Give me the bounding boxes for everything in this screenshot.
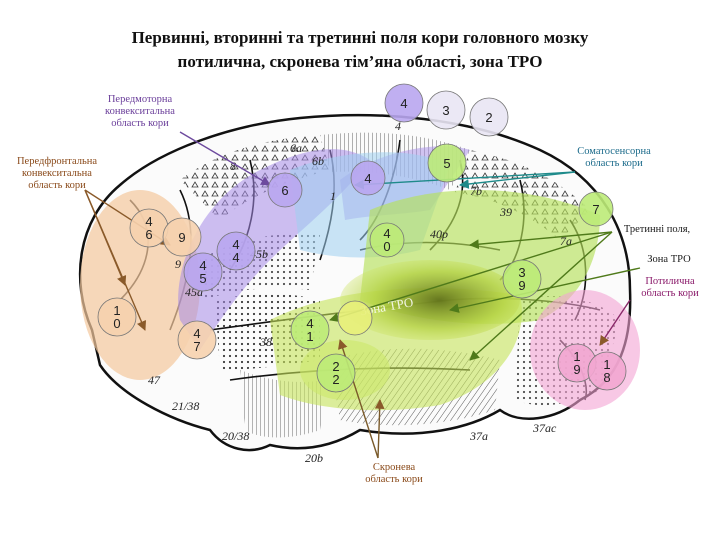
field-number: 37ac xyxy=(532,421,557,435)
tpo-label: Зона ТРО xyxy=(647,254,691,265)
field-circle-number: 3 xyxy=(518,265,525,280)
field-circle-number: 4 xyxy=(145,214,152,229)
field-circle-number: 9 xyxy=(178,230,185,245)
field-number: 47 xyxy=(148,373,161,387)
field-number: 20/38 xyxy=(222,429,249,443)
arrow-prefrontal-2 xyxy=(84,189,147,331)
field-circle-number: 9 xyxy=(518,278,525,293)
field-circle-number: 1 xyxy=(573,349,580,364)
field-number: 9 xyxy=(175,257,181,271)
arrow-tpo xyxy=(449,267,641,313)
field-circle-number: 4 xyxy=(199,258,206,273)
field-circle-number: 4 xyxy=(232,250,239,265)
page-subtitle: потилична, скронева тім’яна області, зон… xyxy=(177,52,543,71)
field-circle-number: 4 xyxy=(193,326,200,341)
field-circle-number: 1 xyxy=(306,329,313,344)
field-circle: 40 xyxy=(369,222,405,258)
field-circle-number: 4 xyxy=(232,237,239,252)
field-number: 20b xyxy=(305,451,323,465)
field-circle: 4 xyxy=(384,83,424,123)
field-circle-number: 5 xyxy=(443,156,450,171)
field-circle: 47 xyxy=(177,320,217,360)
field-number: 7a xyxy=(560,234,572,248)
field-number: 7b xyxy=(470,184,482,198)
field-circle: 7 xyxy=(578,191,614,227)
arrow-occipital xyxy=(599,299,631,346)
field-number: 6b xyxy=(312,154,324,168)
field-circle-number: 0 xyxy=(113,316,120,331)
field-circle-number: 2 xyxy=(332,372,339,387)
field-circle-number: 7 xyxy=(592,202,599,217)
field-circle xyxy=(337,300,373,336)
field-circle-number: 6 xyxy=(145,227,152,242)
field-circle-number: 3 xyxy=(442,103,449,118)
field-circle-number: 2 xyxy=(332,359,339,374)
field-circle: 22 xyxy=(316,353,356,393)
field-circle: 41 xyxy=(290,310,330,350)
tertiary-label: Третинні поля, xyxy=(623,224,691,235)
field-circle: 45 xyxy=(183,252,223,292)
field-circle: 46 xyxy=(129,208,169,248)
arrow-premotor xyxy=(179,131,271,186)
field-circle-number: 8 xyxy=(603,370,610,385)
arrow-somato-2 xyxy=(354,171,576,190)
tpo-gradient xyxy=(340,260,520,340)
arrow-tertiary-1 xyxy=(469,231,613,250)
field-number: 37a xyxy=(469,429,488,443)
field-number: 8 xyxy=(230,159,236,173)
field-circle: 6 xyxy=(267,172,303,208)
field-number: 4 xyxy=(395,119,401,133)
field-circle: 9 xyxy=(162,217,202,257)
field-circle-number: 2 xyxy=(485,110,492,125)
arrow-somato-1 xyxy=(459,171,576,189)
field-circle-number: 4 xyxy=(306,316,313,331)
field-circle-number: 4 xyxy=(383,226,390,241)
field-circle: 39 xyxy=(502,259,542,299)
field-circle-number: 9 xyxy=(573,362,580,377)
arrow-tertiary-2 xyxy=(329,231,613,323)
field-circle: 4 xyxy=(350,160,386,196)
arrow-temporal-2 xyxy=(374,399,385,459)
field-circle: 18 xyxy=(587,351,627,391)
field-circle-number: 4 xyxy=(364,171,371,186)
field-circle-number: 0 xyxy=(383,239,390,254)
field-circle: 2 xyxy=(469,97,509,137)
field-circle: 44 xyxy=(216,231,256,271)
field-circle-number: 6 xyxy=(281,183,288,198)
page-title: Первинні, вторинні та третинні поля кори… xyxy=(131,28,589,47)
field-circle: 5 xyxy=(427,143,467,183)
field-circle: 3 xyxy=(426,90,466,130)
field-circle-number: 5 xyxy=(199,271,206,286)
field-number: 21/38 xyxy=(172,399,199,413)
field-circle-number: 7 xyxy=(193,339,200,354)
field-number: 39 xyxy=(499,205,512,219)
arrow-tertiary-3 xyxy=(469,231,613,361)
field-number: 1 xyxy=(330,189,336,203)
field-number: 6a xyxy=(290,141,302,155)
field-circle-number: 4 xyxy=(400,96,407,111)
field-number: 40p xyxy=(430,227,448,241)
field-circle-number: 1 xyxy=(603,357,610,372)
field-circle: 10 xyxy=(97,297,137,337)
field-circle-number: 1 xyxy=(113,303,120,318)
field-number: 38 xyxy=(259,335,272,349)
